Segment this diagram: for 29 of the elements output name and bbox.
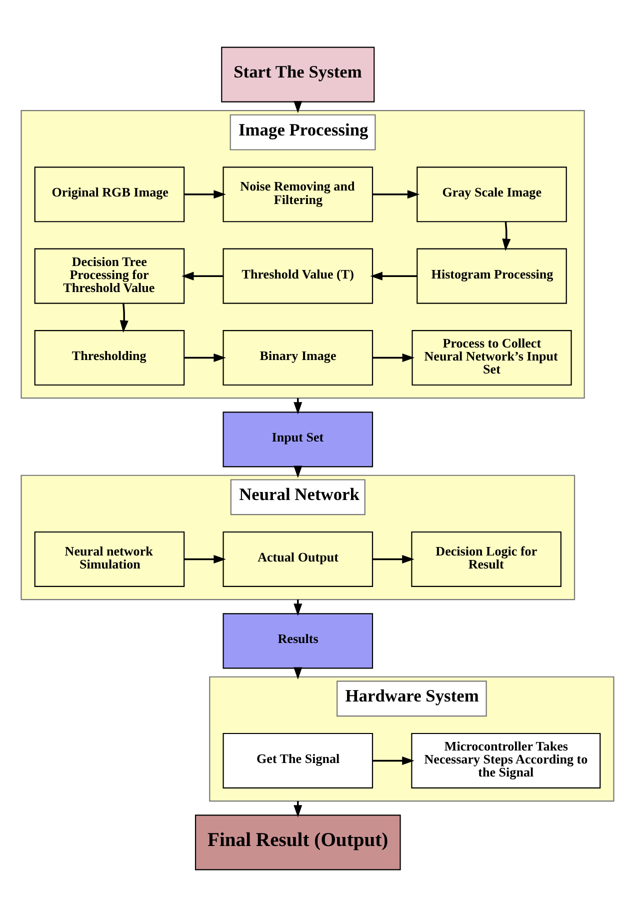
node-box: Original RGB Image (34, 166, 185, 222)
node-box: Actual Output (222, 531, 374, 588)
arrow (184, 353, 226, 362)
node-box: Neural network Simulation (34, 531, 185, 588)
node-box: Gray Scale Image (416, 166, 567, 222)
node-box: Decision Logic for Result (411, 531, 562, 588)
node-box: Process to Collect Neural Network’s Input Set (412, 330, 572, 386)
arrow (184, 554, 226, 564)
node-box: Binary Image (222, 330, 374, 386)
node-box: Histogram Processing (416, 248, 567, 304)
arrow (182, 272, 224, 280)
node-box: Noise Removing and Filtering (222, 166, 374, 222)
arrow (502, 222, 511, 251)
arrow (184, 190, 226, 199)
node-box: Final Result (Output) (194, 814, 401, 870)
node-box: Decision Tree Processing for Threshold Value (34, 248, 185, 304)
arrow (370, 272, 417, 280)
arrow (294, 398, 302, 414)
node-box: Thresholding (34, 330, 185, 386)
node-box: Microcontroller Takes Necessary Steps According to the Signal (411, 732, 601, 788)
arrow (294, 801, 302, 818)
arrow (372, 353, 415, 362)
arrow (294, 600, 302, 616)
node-box: Get The Signal (222, 732, 374, 788)
arrow (372, 756, 414, 765)
arrow (372, 190, 420, 199)
arrow (372, 554, 414, 564)
node-box: Threshold Value (T) (222, 248, 374, 304)
arrow (120, 304, 128, 333)
